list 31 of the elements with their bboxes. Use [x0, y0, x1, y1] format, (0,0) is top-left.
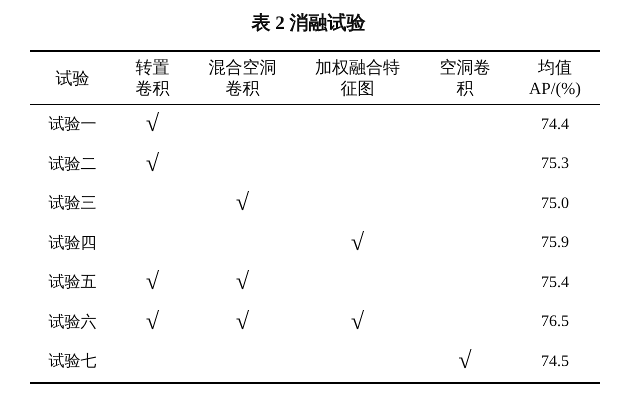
- check-mark: √: [350, 230, 364, 256]
- value-text: 75.3: [541, 155, 569, 172]
- row-label: 试验二: [48, 156, 96, 173]
- table-title: 表 2 消融试验: [250, 12, 366, 30]
- column-header: 试验: [56, 68, 90, 88]
- column-header: 转置卷积: [136, 57, 170, 99]
- row-label: 试验六: [48, 314, 96, 331]
- check-mark: √: [146, 150, 160, 177]
- column-header: 加权融合特征图: [315, 57, 400, 99]
- check-mark: √: [146, 308, 160, 335]
- column-header: 空洞卷积: [440, 57, 490, 99]
- check-mark: √: [236, 190, 250, 216]
- value-text: 75.9: [541, 234, 569, 252]
- check-mark: √: [146, 269, 160, 296]
- row-label: 试验四: [48, 234, 96, 252]
- check-mark: √: [350, 308, 364, 335]
- value-text: 75.4: [541, 274, 569, 291]
- row-label: 试验五: [48, 274, 96, 292]
- value-text: 76.5: [541, 313, 569, 330]
- row-label: 试验一: [48, 116, 96, 134]
- row-label: 试验七: [48, 353, 96, 370]
- row-label: 试验三: [48, 195, 96, 212]
- column-header: 均值AP/(%): [528, 57, 582, 99]
- value-text: 75.0: [541, 194, 569, 212]
- check-mark: √: [458, 348, 472, 374]
- check-mark: √: [236, 269, 250, 296]
- column-header: 混合空洞卷积: [208, 57, 276, 99]
- check-mark: √: [146, 111, 160, 138]
- value-text: 74.5: [541, 352, 569, 370]
- check-mark: √: [236, 308, 250, 335]
- value-text: 74.4: [541, 116, 569, 133]
